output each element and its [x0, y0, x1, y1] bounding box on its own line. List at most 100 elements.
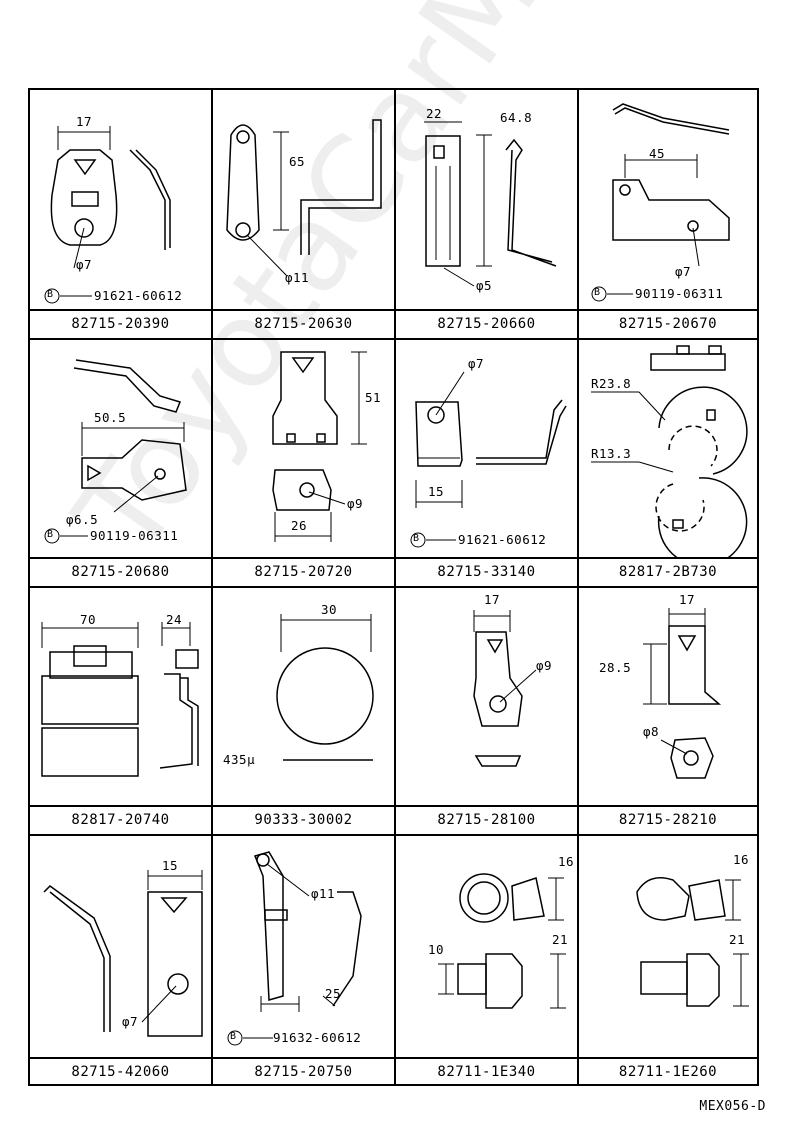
label-divider — [30, 1057, 757, 1059]
part-cell-82711-1E340: 16 10 21 82711-1E340 — [396, 836, 577, 1086]
dimension-label: 15 — [162, 858, 179, 873]
ref-marker: B — [47, 529, 54, 540]
dimension-label: φ8 — [643, 724, 660, 739]
ref-part-number: 91632-60612 — [273, 1030, 362, 1045]
part-cell-82817-20740: 70 24 82817-20740 — [30, 588, 211, 834]
bracket-drawing — [591, 103, 730, 302]
clip-drawing — [473, 610, 537, 767]
dimension-label: φ9 — [347, 496, 364, 511]
dimension-label: φ11 — [311, 886, 336, 901]
part-cell-82711-1E260: 16 21 82711-1E260 — [579, 836, 757, 1086]
ref-marker: B — [230, 1031, 237, 1042]
strap-drawing — [227, 851, 362, 1046]
drawing-code: MEX056-D — [699, 1099, 766, 1114]
part-number: 82817-20740 — [71, 812, 170, 828]
holder-drawing — [41, 622, 199, 777]
dimension-label: 28.5 — [599, 660, 632, 675]
part-number: 82715-20660 — [437, 316, 536, 332]
part-number: 82711-1E340 — [437, 1064, 536, 1080]
part-number: 82715-20680 — [71, 564, 170, 580]
part-number: 82817-2B730 — [618, 564, 718, 580]
part-cell-82715-20660: 22 64.8 φ5 82715-20660 — [396, 90, 577, 338]
dimension-label: 70 — [80, 612, 97, 627]
part-number: 82711-1E260 — [618, 1064, 718, 1080]
part-cell-82715-20630: 65 φ11 82715-20630 — [213, 90, 394, 338]
clip-drawing — [643, 608, 722, 779]
part-cell-90333-30002: 30 435μ 90333-30002 — [213, 588, 394, 834]
holder-drawing — [591, 345, 748, 557]
part-number: 82715-42060 — [71, 1064, 170, 1080]
dimension-label: φ7 — [675, 264, 692, 279]
plug-drawing — [276, 614, 374, 761]
grid-line — [30, 586, 757, 588]
dimension-label: 25 — [325, 986, 342, 1001]
part-cell-82817-2B730: R23.8 R13.3 82817-2B730 — [579, 340, 757, 586]
dimension-label: R13.3 — [591, 446, 632, 461]
dimension-label: 65 — [289, 154, 306, 169]
dimension-label: 435μ — [223, 752, 256, 767]
dimension-label: φ6.5 — [66, 512, 99, 527]
dimension-label: φ7 — [468, 356, 485, 371]
bracket-drawing — [44, 359, 187, 544]
part-cell-82715-42060: 15 φ7 82715-42060 — [30, 836, 211, 1086]
dimension-label: φ11 — [285, 270, 310, 285]
part-number: 82715-20750 — [254, 1064, 353, 1080]
dimension-label: 64.8 — [500, 110, 533, 125]
grid-line — [30, 338, 757, 340]
ref-marker: B — [47, 289, 54, 300]
dimension-label: 16 — [558, 854, 575, 869]
part-cell-82715-20680: 50.5 φ6.5 B 90119-06311 82715-20680 — [30, 340, 211, 586]
grid-line — [30, 834, 757, 836]
dimension-label: 17 — [484, 592, 501, 607]
dimension-label: 24 — [166, 612, 183, 627]
part-cell-82715-20750: φ11 25 B 91632-60612 82715-20750 — [213, 836, 394, 1086]
ref-marker: B — [413, 533, 420, 544]
part-number: 90333-30002 — [254, 812, 353, 828]
dimension-label: 17 — [76, 114, 93, 129]
dimension-label: φ5 — [476, 278, 493, 293]
parts-sheet: 17 φ7 B 91621-60612 82715-20390 65 φ11 8… — [28, 88, 759, 1086]
dimension-label: 10 — [428, 942, 445, 957]
part-cell-82715-20390: 17 φ7 B 91621-60612 82715-20390 — [30, 90, 211, 338]
clip-drawing — [44, 126, 171, 304]
dimension-label: 22 — [426, 106, 443, 121]
part-cell-82715-28210: 17 28.5 φ8 82715-28210 — [579, 588, 757, 834]
dimension-label: 17 — [679, 592, 696, 607]
strip-drawing — [424, 121, 557, 287]
dimension-label: φ7 — [76, 257, 93, 272]
part-number: 82715-20630 — [254, 316, 353, 332]
ref-part-number: 91621-60612 — [94, 288, 183, 303]
ref-part-number: 90119-06311 — [90, 528, 179, 543]
part-number: 82715-33140 — [437, 564, 536, 580]
ref-part-number: 90119-06311 — [635, 286, 724, 301]
ref-marker: B — [594, 287, 601, 298]
bracket-drawing — [226, 119, 382, 277]
dimension-label: 21 — [729, 932, 746, 947]
part-cell-82715-28100: 17 φ9 82715-28100 — [396, 588, 577, 834]
ref-part-number: 91621-60612 — [458, 532, 547, 547]
dimension-label: 21 — [552, 932, 569, 947]
clamp-drawing — [636, 877, 749, 1007]
clip-drawing — [272, 351, 367, 542]
bracket-drawing — [43, 870, 203, 1037]
clip-drawing — [410, 371, 567, 548]
part-cell-82715-33140: φ7 15 B 91621-60612 82715-33140 — [396, 340, 577, 586]
dimension-label: 30 — [321, 602, 338, 617]
dimension-label: 50.5 — [94, 410, 127, 425]
dimension-label: R23.8 — [591, 376, 632, 391]
dimension-label: φ9 — [536, 658, 553, 673]
dimension-label: 51 — [365, 390, 382, 405]
dimension-label: 16 — [733, 852, 750, 867]
part-number: 82715-20670 — [618, 316, 718, 332]
part-cell-82715-20670: 45 φ7 B 90119-06311 82715-20670 — [579, 90, 757, 338]
part-number: 82715-28100 — [437, 812, 536, 828]
dimension-label: 15 — [428, 484, 445, 499]
dimension-label: φ7 — [122, 1014, 139, 1029]
part-number: 82715-28210 — [618, 812, 718, 828]
part-number: 82715-20720 — [254, 564, 353, 580]
dimension-label: 45 — [649, 146, 666, 161]
label-divider — [30, 557, 757, 559]
label-divider — [30, 805, 757, 807]
label-divider — [30, 309, 757, 311]
part-number: 82715-20390 — [71, 316, 170, 332]
